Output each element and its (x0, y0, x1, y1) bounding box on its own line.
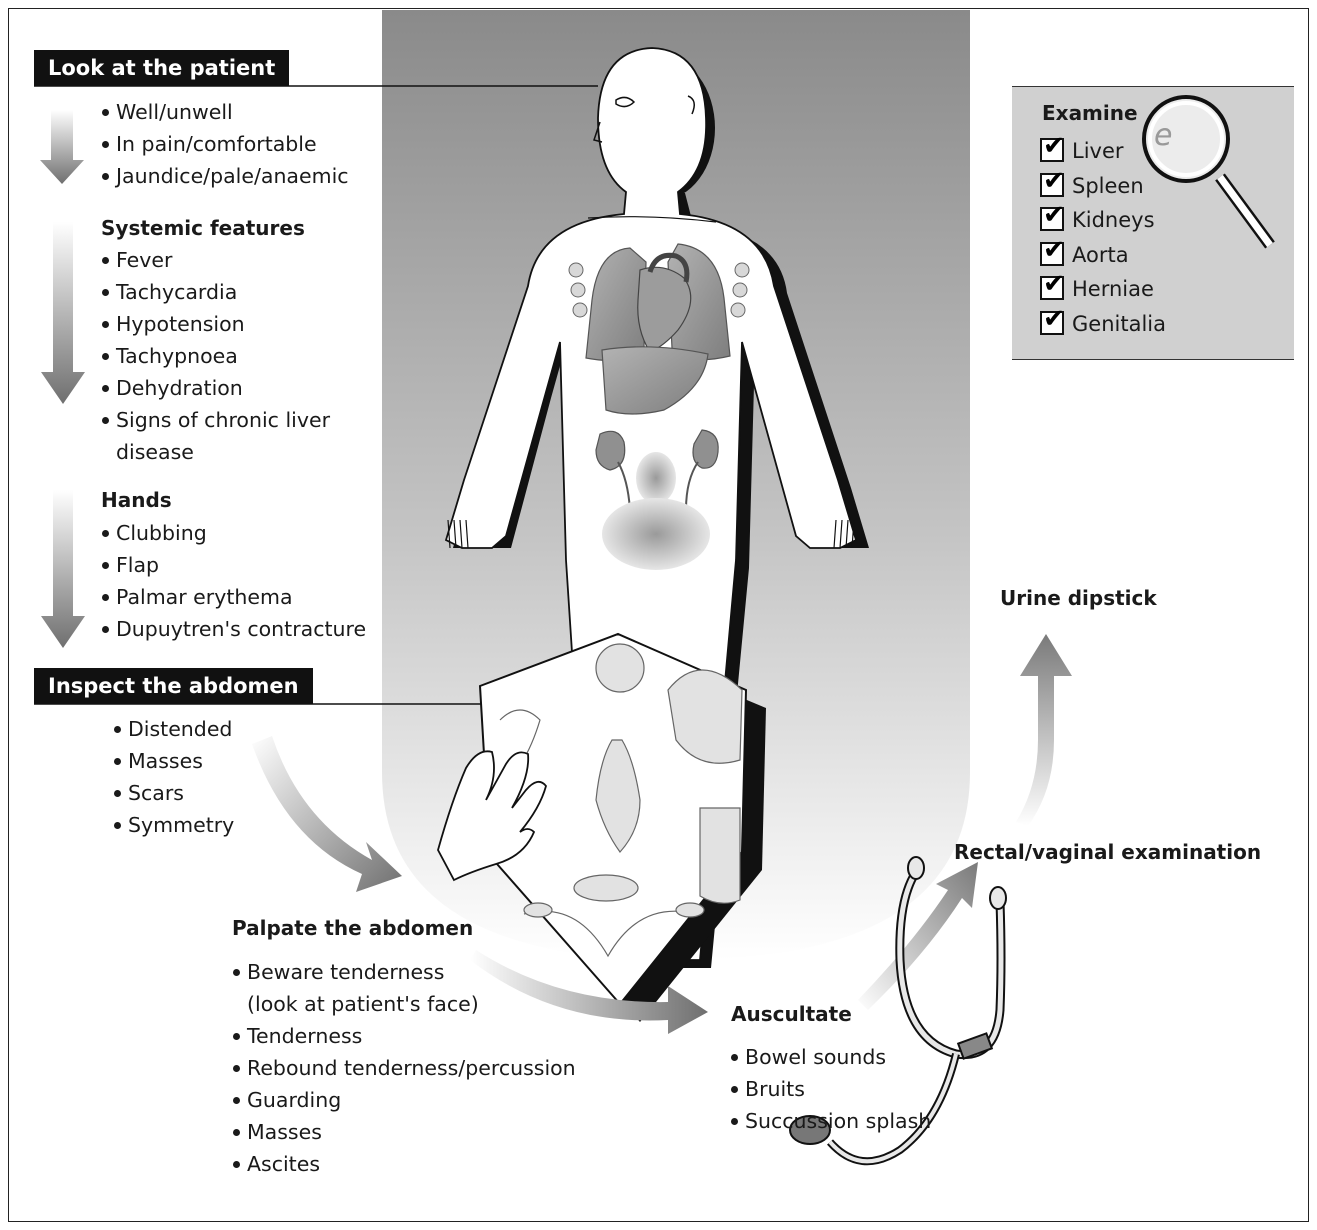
list-item: Clubbing (102, 517, 366, 549)
list-item: Tenderness (233, 1020, 576, 1052)
flow-arrow-inspect (252, 736, 402, 892)
examine-title: Examine (1042, 101, 1138, 125)
checklist-label: Kidneys (1072, 208, 1155, 232)
hands-title: Hands (101, 488, 172, 512)
list-item: Well/unwell (102, 96, 349, 128)
checklist-item: Genitalia (1040, 308, 1166, 343)
list-item: Dehydration (102, 372, 330, 404)
flow-arrow-look (40, 110, 84, 184)
checklist-label: Liver (1072, 139, 1124, 163)
flow-arrow-systemic (41, 222, 85, 404)
palpate-title: Palpate the abdomen (232, 916, 473, 940)
urine-label: Urine dipstick (1000, 586, 1157, 610)
checkbox-checked-icon (1040, 173, 1064, 197)
uterus-shade (636, 452, 676, 504)
list-item: Fever (102, 244, 330, 276)
list-item: Tachypnoea (102, 340, 330, 372)
auscultate-title: Auscultate (731, 1002, 852, 1026)
checkbox-checked-icon (1040, 207, 1064, 231)
list-item: Masses (233, 1116, 576, 1148)
list-item: Symmetry (114, 809, 234, 841)
list-item-continuation: disease (102, 436, 330, 468)
list-item: Rebound tenderness/percussion (233, 1052, 576, 1084)
list-item: Masses (114, 745, 234, 777)
bladder (602, 498, 710, 570)
list-item: Dupuytren's contracture (102, 613, 366, 645)
checkbox-checked-icon (1040, 242, 1064, 266)
examine-checklist: Examine e Liver Spleen Kidneys Aorta Her… (1012, 86, 1294, 360)
flow-arrow-rectal (1016, 634, 1072, 826)
list-item: Succussion splash (731, 1105, 931, 1137)
checklist-label: Spleen (1072, 174, 1144, 198)
look-header: Look at the patient (34, 50, 289, 86)
checklist-label: Herniae (1072, 277, 1154, 301)
inspect-header: Inspect the abdomen (34, 668, 313, 704)
checkbox-checked-icon (1040, 138, 1064, 162)
inspect-list: Distended Masses Scars Symmetry (114, 713, 234, 841)
list-item: Flap (102, 549, 366, 581)
list-item: Distended (114, 713, 234, 745)
systemic-list: Fever Tachycardia Hypotension Tachypnoea… (102, 244, 330, 468)
hands-list: Clubbing Flap Palmar erythema Dupuytren'… (102, 517, 366, 645)
list-item: Bruits (731, 1073, 931, 1105)
list-item: Bowel sounds (731, 1041, 931, 1073)
checkbox-checked-icon (1040, 311, 1064, 335)
left-kidney (596, 431, 625, 470)
list-item: Jaundice/pale/anaemic (102, 160, 349, 192)
look-list: Well/unwell In pain/comfortable Jaundice… (102, 96, 349, 192)
list-item: Ascites (233, 1148, 576, 1180)
examine-list: Liver Spleen Kidneys Aorta Herniae Genit… (1040, 135, 1166, 342)
list-item: Palmar erythema (102, 581, 366, 613)
systemic-title: Systemic features (101, 216, 305, 240)
rectal-label: Rectal/vaginal examination (954, 840, 1261, 864)
checklist-label: Aorta (1072, 243, 1129, 267)
checkbox-checked-icon (1040, 276, 1064, 300)
auscultate-list: Bowel sounds Bruits Succussion splash (731, 1041, 931, 1137)
list-item: In pain/comfortable (102, 128, 349, 160)
list-item: Tachycardia (102, 276, 330, 308)
list-item: Signs of chronic liver (102, 404, 330, 436)
list-item: Guarding (233, 1084, 576, 1116)
list-item: Hypotension (102, 308, 330, 340)
list-item: Beware tenderness (233, 956, 576, 988)
list-item-continuation: (look at patient's face) (233, 988, 576, 1020)
list-item: Scars (114, 777, 234, 809)
palpate-list: Beware tenderness (look at patient's fac… (233, 956, 576, 1180)
flow-arrow-hands (41, 490, 85, 648)
checklist-label: Genitalia (1072, 312, 1166, 336)
